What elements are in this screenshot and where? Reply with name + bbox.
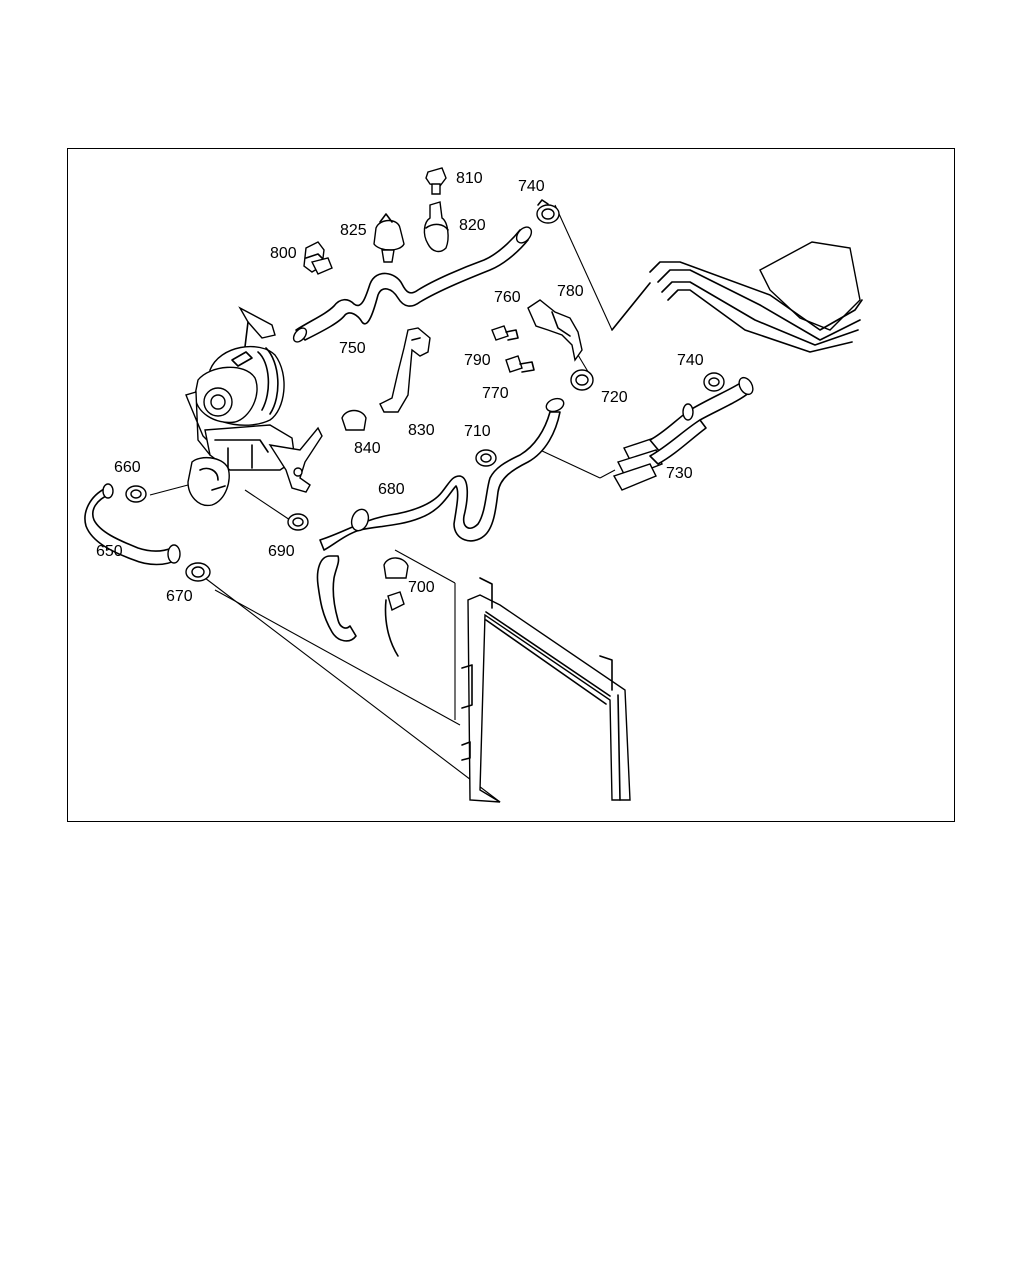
clamp-670 — [185, 562, 211, 582]
part-labels: 650 660 670 680 690 700 710 720 730 740 … — [96, 170, 704, 605]
label-740-lower: 740 — [677, 352, 704, 369]
clamp-720 — [570, 369, 594, 391]
clip-810 — [425, 167, 447, 195]
label-790: 790 — [464, 352, 491, 369]
label-690: 690 — [268, 543, 295, 560]
valve-730 — [612, 376, 754, 491]
clamp-740-upper — [536, 199, 560, 224]
heater-core — [461, 577, 631, 803]
bolt-770 — [505, 355, 535, 373]
label-740-upper: 740 — [518, 178, 545, 195]
bolt-790 — [491, 325, 519, 341]
label-750: 750 — [339, 340, 366, 357]
label-810: 810 — [456, 170, 483, 187]
label-840: 840 — [354, 440, 381, 457]
clamp-740-lower — [703, 372, 725, 392]
hose-680 — [316, 397, 565, 642]
label-800: 800 — [270, 245, 297, 262]
clamp-690 — [287, 513, 309, 531]
label-720: 720 — [601, 389, 628, 406]
bracket-780 — [527, 299, 583, 362]
compressor-assembly — [185, 306, 323, 507]
label-820: 820 — [459, 217, 486, 234]
label-780: 780 — [557, 283, 584, 300]
diagram-frame — [67, 148, 955, 822]
connector-700 — [383, 557, 409, 657]
clip-800 — [303, 241, 333, 275]
clamp-710 — [475, 449, 497, 467]
clamp-820 — [423, 201, 449, 253]
label-670: 670 — [166, 588, 193, 605]
clip-825 — [373, 213, 405, 263]
label-770: 770 — [482, 385, 509, 402]
label-760: 760 — [494, 289, 521, 306]
label-730: 730 — [666, 465, 693, 482]
clamp-840 — [341, 409, 367, 431]
label-825: 825 — [340, 222, 367, 239]
pipes-upper-right — [611, 241, 863, 353]
label-680: 680 — [378, 481, 405, 498]
bracket-830 — [379, 327, 431, 413]
label-710: 710 — [464, 423, 491, 440]
hose-750 — [292, 226, 533, 343]
label-700: 700 — [408, 579, 435, 596]
hose-650 — [84, 483, 181, 566]
label-650: 650 — [96, 543, 123, 560]
label-830: 830 — [408, 422, 435, 439]
label-660: 660 — [114, 459, 141, 476]
clamp-660 — [125, 485, 147, 503]
